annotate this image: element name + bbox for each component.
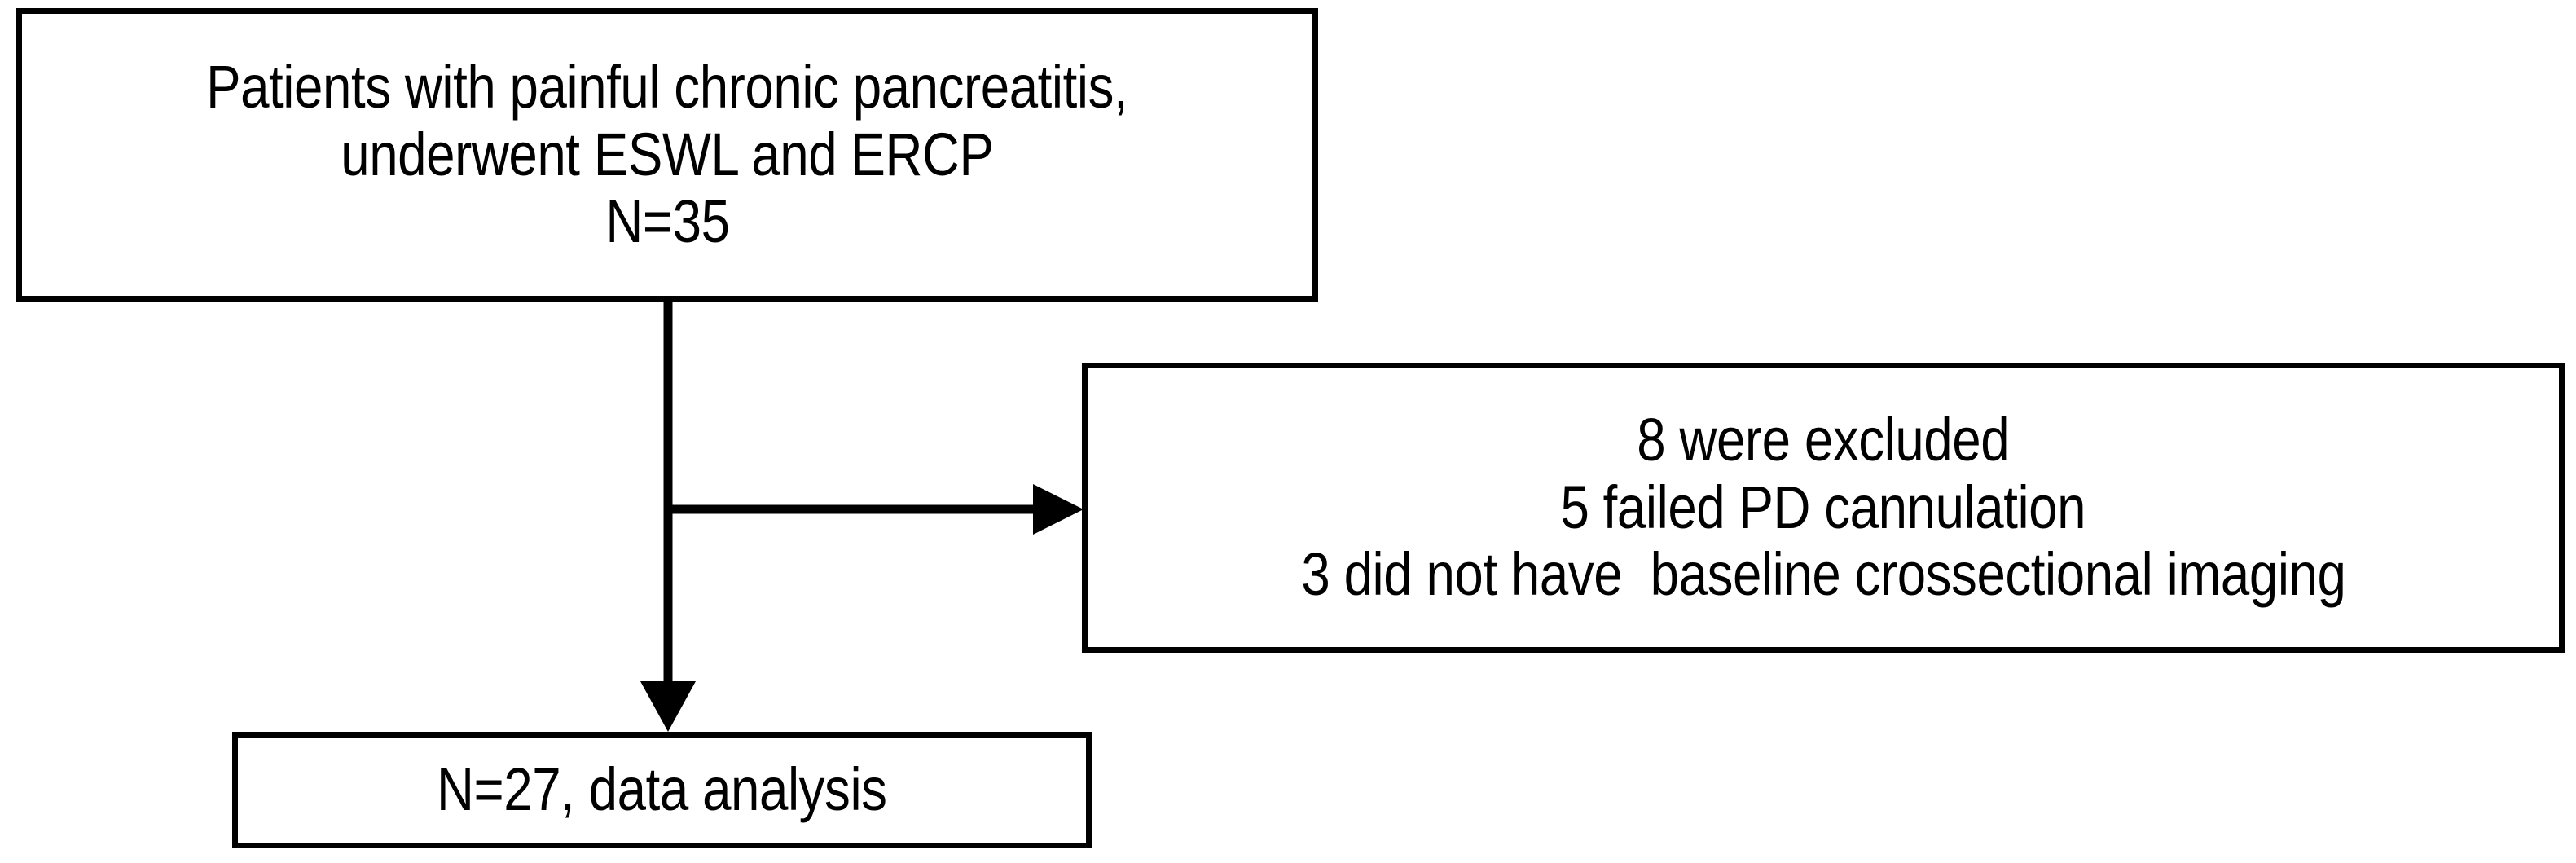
excluded-cohort-line-2: 5 failed PD cannulation <box>1560 473 2086 541</box>
enrolled-cohort-line-1: Patients with painful chronic pancreatit… <box>206 52 1128 121</box>
enrolled-cohort-box: Patients with painful chronic pancreatit… <box>16 8 1318 302</box>
excluded-cohort-box: 8 were excluded 5 failed PD cannulation … <box>1082 363 2565 653</box>
analysis-cohort-box: N=27, data analysis <box>232 732 1092 848</box>
excluded-cohort-line-1: 8 were excluded <box>1637 405 2010 473</box>
enrolled-to-analysis-arrowhead-icon <box>640 681 696 732</box>
analysis-cohort-line-1: N=27, data analysis <box>437 755 887 824</box>
excluded-cohort-line-3: 3 did not have baseline crossectional im… <box>1300 540 2346 609</box>
enrolled-cohort-line-2: underwent ESWL and ERCP <box>341 120 994 188</box>
enrolled-cohort-line-3: N=35 <box>604 187 730 256</box>
enrolled-to-excluded-arrowhead-icon <box>1033 484 1084 535</box>
